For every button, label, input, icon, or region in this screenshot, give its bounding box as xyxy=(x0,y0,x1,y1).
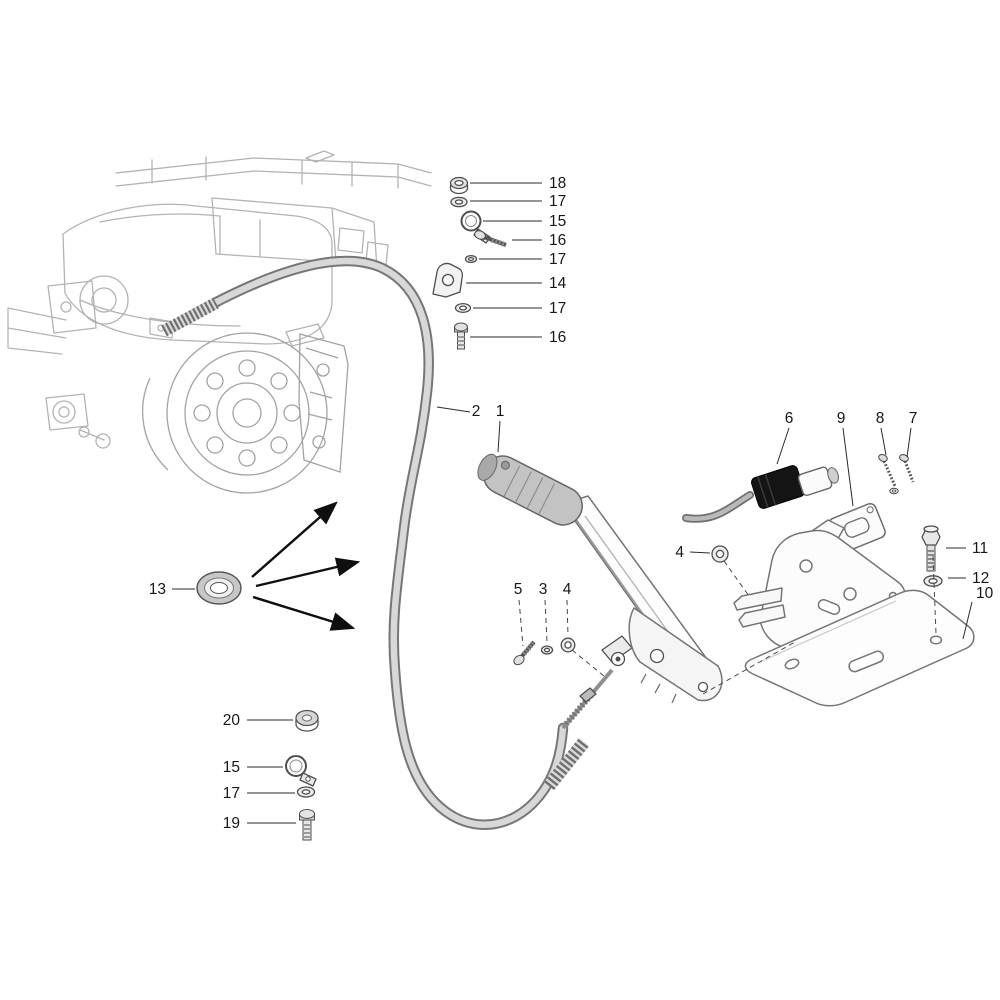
cable-clevis xyxy=(601,635,633,667)
callout-7: 7 xyxy=(909,410,918,427)
bolt-16a xyxy=(474,230,507,248)
leader-3 xyxy=(544,599,548,643)
cable-coil-upper xyxy=(161,297,219,337)
callout-6: 6 xyxy=(785,410,794,427)
washer-17c xyxy=(454,302,472,314)
handbrake-lever xyxy=(477,453,723,704)
callout-16b: 16 xyxy=(549,329,566,346)
leader-9 xyxy=(842,427,854,507)
callout-1: 1 xyxy=(496,403,505,420)
washer-3 xyxy=(540,645,554,655)
screw-7 xyxy=(899,454,915,483)
callout-8: 8 xyxy=(876,410,885,427)
callout-17b: 17 xyxy=(549,251,566,268)
bracket-14 xyxy=(432,262,464,298)
callout-15a: 15 xyxy=(549,213,566,230)
callout-17a: 17 xyxy=(549,193,566,210)
bolt-16b xyxy=(454,322,468,350)
callout-3: 3 xyxy=(539,581,548,598)
callout-19: 19 xyxy=(223,815,240,832)
callout-17c: 17 xyxy=(549,300,566,317)
cable-adjuster-rod xyxy=(561,668,614,730)
callout-10: 10 xyxy=(976,585,994,602)
release-button-icon xyxy=(500,460,510,470)
callout-16a: 16 xyxy=(549,232,566,249)
assembly-line-0 xyxy=(571,649,605,677)
leader-5 xyxy=(518,599,524,647)
assembly-line-1 xyxy=(723,560,750,597)
callout-4b: 4 xyxy=(563,581,572,598)
callout-11: 11 xyxy=(972,540,988,557)
leader-2 xyxy=(436,406,471,413)
callout-4a: 4 xyxy=(675,544,684,561)
brake-disc xyxy=(141,332,349,494)
callout-20: 20 xyxy=(223,712,241,729)
leader-1 xyxy=(497,420,501,453)
leader-4b xyxy=(566,599,569,637)
cable-coil-lower xyxy=(543,737,590,791)
bolt-11 xyxy=(921,525,941,572)
cable-assembly xyxy=(161,255,633,830)
leader-10 xyxy=(962,601,973,640)
direction-arrow-0 xyxy=(251,501,338,578)
washer-12 xyxy=(923,575,943,587)
warning-switch xyxy=(682,465,839,523)
callout-13: 13 xyxy=(149,581,166,598)
leader-8 xyxy=(880,427,887,456)
nut-18 xyxy=(449,176,469,195)
washer-17d xyxy=(296,786,316,798)
assembly-line-2 xyxy=(932,555,937,635)
callout-5: 5 xyxy=(514,581,523,598)
direction-arrow-2 xyxy=(252,595,356,631)
washer-4b xyxy=(560,637,576,653)
bolt-19 xyxy=(299,809,315,841)
direction-arrow-1 xyxy=(255,557,361,588)
clamp-15b xyxy=(285,755,317,787)
callout-17d: 17 xyxy=(223,785,240,802)
callout-12: 12 xyxy=(972,570,989,587)
washer-8 xyxy=(889,487,899,495)
cap-20 xyxy=(295,709,319,732)
callout-9: 9 xyxy=(837,410,846,427)
washer-17a xyxy=(450,196,468,208)
leader-4a xyxy=(689,551,711,554)
grommet-13 xyxy=(196,571,242,605)
callout-14: 14 xyxy=(549,275,567,292)
leader-6 xyxy=(776,427,790,465)
clevis-fork xyxy=(733,587,783,611)
callout-18: 18 xyxy=(549,175,566,192)
callout-15b: 15 xyxy=(223,759,240,776)
leader-7 xyxy=(906,427,912,458)
screw-8 xyxy=(878,454,897,487)
washer-17b xyxy=(464,254,478,264)
callout-2: 2 xyxy=(472,403,481,420)
lever-grip xyxy=(477,453,583,526)
mounting-bracket-plate xyxy=(733,519,975,707)
washer-4 xyxy=(711,545,729,563)
bolt-5 xyxy=(513,640,536,666)
